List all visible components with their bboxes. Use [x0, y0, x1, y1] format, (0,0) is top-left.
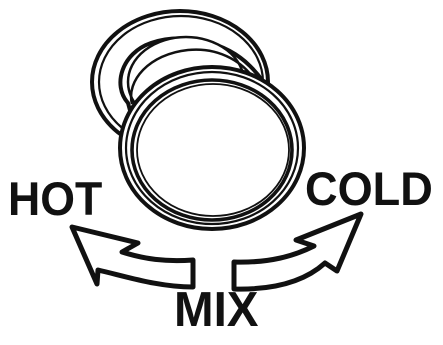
- knob-front-cap: [120, 67, 304, 229]
- cold-label: COLD: [305, 165, 433, 212]
- faucet-knob-icon: [92, 11, 304, 229]
- hot-label: HOT: [8, 175, 102, 222]
- curved-arrow-left-icon: [72, 227, 193, 287]
- mix-label: MIX: [174, 286, 259, 335]
- curved-arrow-right-icon: [234, 214, 361, 289]
